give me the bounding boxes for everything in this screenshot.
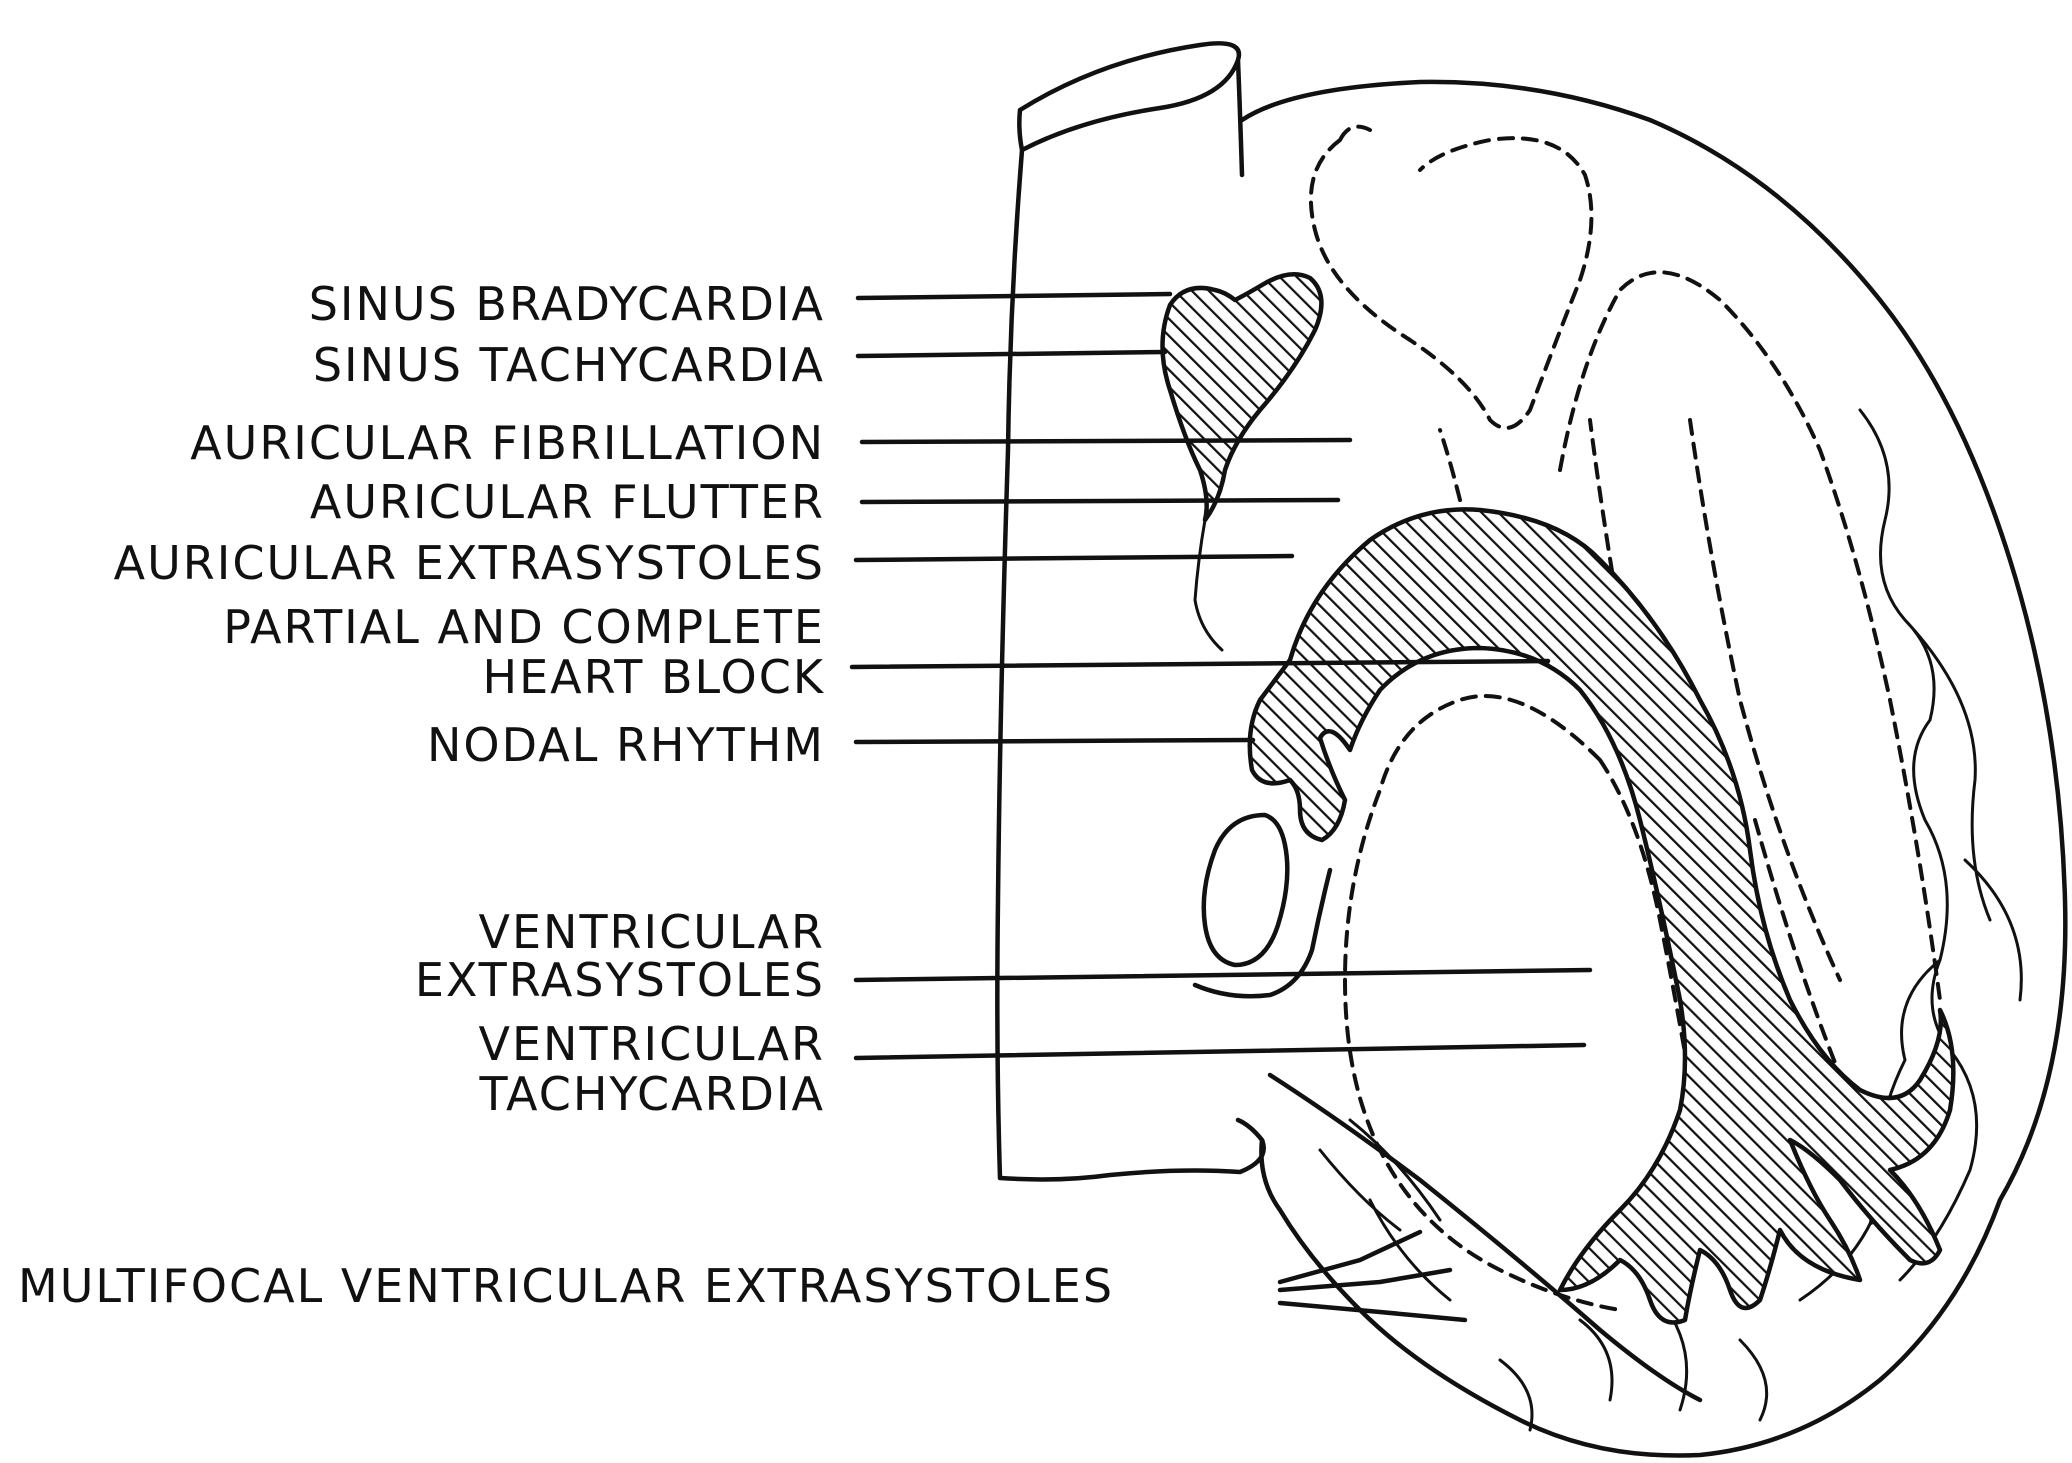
right-atrium-dashed: [1311, 127, 1592, 428]
leader-auricular-fibrillation: [862, 440, 1350, 442]
leader-nodal-rhythm: [856, 740, 1253, 742]
label-auricular-extrasystoles: AURICULAR EXTRASYSTOLES: [114, 536, 825, 590]
label-heart-block-line2: HEART BLOCK: [483, 650, 826, 704]
label-auricular-flutter: AURICULAR FLUTTER: [310, 475, 825, 529]
leader-ventricular-tachycardia: [856, 1045, 1584, 1058]
label-heart-block-line1: PARTIAL AND COMPLETE: [223, 600, 825, 654]
label-multifocal: MULTIFOCAL VENTRICULAR EXTRASYSTOLES: [18, 1259, 1114, 1313]
heart-drawing: [997, 43, 2065, 1455]
label-ventricular-extrasystoles-line2: EXTRASYSTOLES: [415, 953, 825, 1007]
av-node-his-bundle: [1250, 509, 1954, 1322]
sa-node-tail: [1195, 520, 1222, 650]
coronary-sinus-oval: [1204, 815, 1288, 965]
label-auricular-fibrillation: AURICULAR FIBRILLATION: [190, 416, 825, 470]
aorta-outline: [997, 43, 1263, 1179]
label-ventricular-extrasystoles-line1: VENTRICULAR: [479, 905, 825, 959]
leader-sinus-tachycardia: [858, 352, 1165, 356]
labels: SINUS BRADYCARDIA SINUS TACHYCARDIA AURI…: [18, 277, 1114, 1313]
sa-node: [1163, 274, 1322, 520]
label-sinus-bradycardia: SINUS BRADYCARDIA: [309, 277, 825, 331]
leader-sinus-bradycardia: [858, 294, 1170, 298]
label-ventricular-tachycardia-line1: VENTRICULAR: [479, 1017, 825, 1071]
label-sinus-tachycardia: SINUS TACHYCARDIA: [313, 338, 825, 392]
leader-multifocal: [1280, 1232, 1465, 1320]
label-nodal-rhythm: NODAL RHYTHM: [427, 718, 825, 772]
leader-auricular-extrasystoles: [856, 556, 1292, 560]
leader-heart-block: [852, 661, 1548, 667]
leader-ventricular-extrasystoles: [856, 970, 1590, 980]
leader-auricular-flutter: [862, 500, 1338, 502]
label-ventricular-tachycardia-line2: TACHYCARDIA: [479, 1067, 825, 1121]
